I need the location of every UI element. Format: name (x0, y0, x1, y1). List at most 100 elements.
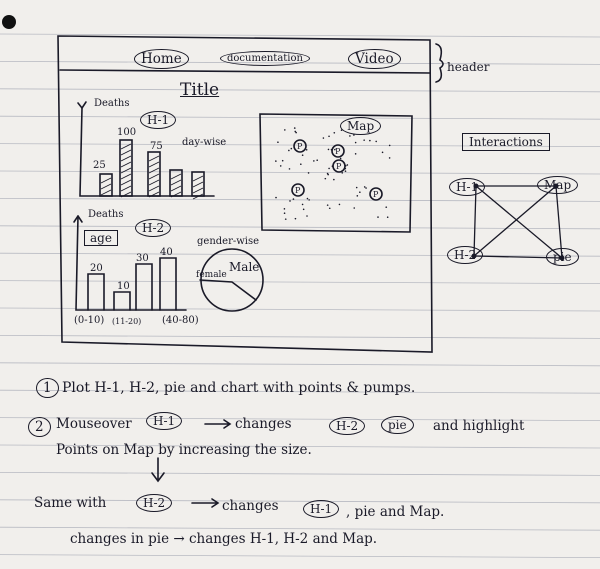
map-dot (341, 172, 344, 174)
map-dot (333, 178, 335, 181)
map-dot (353, 207, 356, 209)
h1-bar (99, 173, 113, 197)
note-tag-h2: H-2 (136, 494, 173, 512)
note-4-text: changes in pie → changes H-1, H-2 and Ma… (70, 531, 378, 547)
map-dot (359, 191, 361, 193)
ruled-line (0, 499, 600, 504)
h2-bar-label: 30 (136, 253, 149, 264)
h2-bar-label: 40 (160, 247, 173, 258)
h1-bar-hatch (170, 191, 182, 198)
h1-bar (147, 151, 161, 197)
h1-bar-hatch (100, 189, 112, 196)
map-dot (386, 216, 389, 219)
map-dot (277, 141, 279, 144)
h2-tag[interactable]: H-2 (135, 219, 172, 237)
interaction-link (555, 185, 563, 259)
map-dot (333, 131, 336, 134)
map-dot (290, 147, 293, 150)
h1-bar (119, 139, 133, 197)
map-dot (301, 154, 304, 157)
map-dot (288, 168, 291, 170)
map-dot (330, 148, 333, 151)
ruled-line (0, 334, 600, 339)
header-side-label: header (447, 60, 490, 74)
map-dot (307, 172, 310, 174)
map-dot (328, 167, 330, 170)
h1-bar-hatch (120, 173, 132, 180)
map-marker-label: P (295, 186, 301, 195)
ruled-line (0, 526, 600, 531)
map-dot (306, 215, 308, 217)
map-dot (354, 141, 357, 144)
ruled-line (0, 115, 600, 120)
map-dot (326, 204, 329, 206)
node-h1: H-1 (449, 178, 486, 196)
map-dot (322, 137, 325, 139)
h1-subtitle: day-wise (182, 137, 227, 148)
h1-bar-hatch (170, 173, 182, 180)
h1-bar-hatch (148, 155, 160, 162)
note-3-text: Same with (34, 495, 107, 511)
map-marker-label: P (336, 162, 342, 171)
h2-x-label: (11-20) (112, 317, 142, 326)
map-dot (308, 199, 310, 201)
h1-bar-hatch (120, 155, 132, 162)
map-dot (316, 159, 319, 162)
ruled-line (0, 33, 600, 38)
map-box (259, 113, 413, 233)
map-dot (388, 144, 391, 147)
ruled-line (0, 225, 600, 230)
ruled-line (0, 143, 600, 148)
interactions-title: Interactions (462, 133, 550, 151)
h2-bar (159, 257, 177, 311)
nav-video[interactable]: Video (348, 49, 401, 69)
map-dot (331, 165, 334, 167)
note-arrow (204, 419, 232, 429)
map-dot (355, 186, 358, 189)
h2-axes (75, 215, 187, 311)
ruled-line (0, 307, 600, 312)
h2-group-label: age (84, 230, 118, 246)
pie-title: gender-wise (197, 236, 260, 247)
map-dot (385, 206, 388, 208)
map-dot (354, 153, 357, 155)
h1-bar-hatch (120, 191, 132, 198)
h2-bar-label: 10 (117, 281, 130, 292)
map-dot (363, 186, 366, 188)
map-dot (363, 139, 365, 141)
map-dot (295, 131, 297, 134)
map-dot (346, 164, 349, 166)
h1-bar-hatch (120, 185, 132, 192)
map-dot (344, 167, 347, 170)
map-dot (283, 208, 286, 210)
h1-bar-hatch (192, 187, 204, 194)
h1-bar-hatch (148, 167, 160, 174)
h2-axis-arrow (73, 215, 83, 223)
note-2-text: Mouseover (56, 416, 132, 432)
map-marker-label: P (335, 147, 341, 156)
nav-home[interactable]: Home (134, 49, 189, 69)
h1-bar-hatch (148, 185, 160, 192)
map-marker (293, 139, 307, 153)
map-dot (293, 127, 296, 129)
h1-bar-label: 75 (150, 141, 163, 152)
h1-bar-hatch (192, 175, 204, 182)
h1-bar-hatch (120, 167, 132, 174)
map-dot (288, 149, 290, 152)
note-tag-h1: H-1 (146, 412, 183, 430)
note-1-text: Plot H-1, H-2, pie and chart with points… (62, 380, 416, 396)
map-label[interactable]: Map (340, 117, 382, 135)
map-dot (300, 163, 302, 166)
h2-bar (135, 263, 153, 311)
nav-documentation[interactable]: documentation (220, 51, 310, 66)
note-number: 1 (36, 378, 59, 398)
h2-x-label: (40-80) (162, 315, 199, 326)
map-dot (338, 203, 341, 206)
note-3-text: changes (222, 498, 279, 514)
h1-tag[interactable]: H-1 (140, 111, 177, 129)
interaction-link (473, 185, 477, 257)
h1-bar-hatch (192, 181, 204, 188)
ruled-line (0, 197, 600, 202)
h1-bar-hatch (148, 179, 160, 186)
ruled-line (0, 389, 600, 394)
